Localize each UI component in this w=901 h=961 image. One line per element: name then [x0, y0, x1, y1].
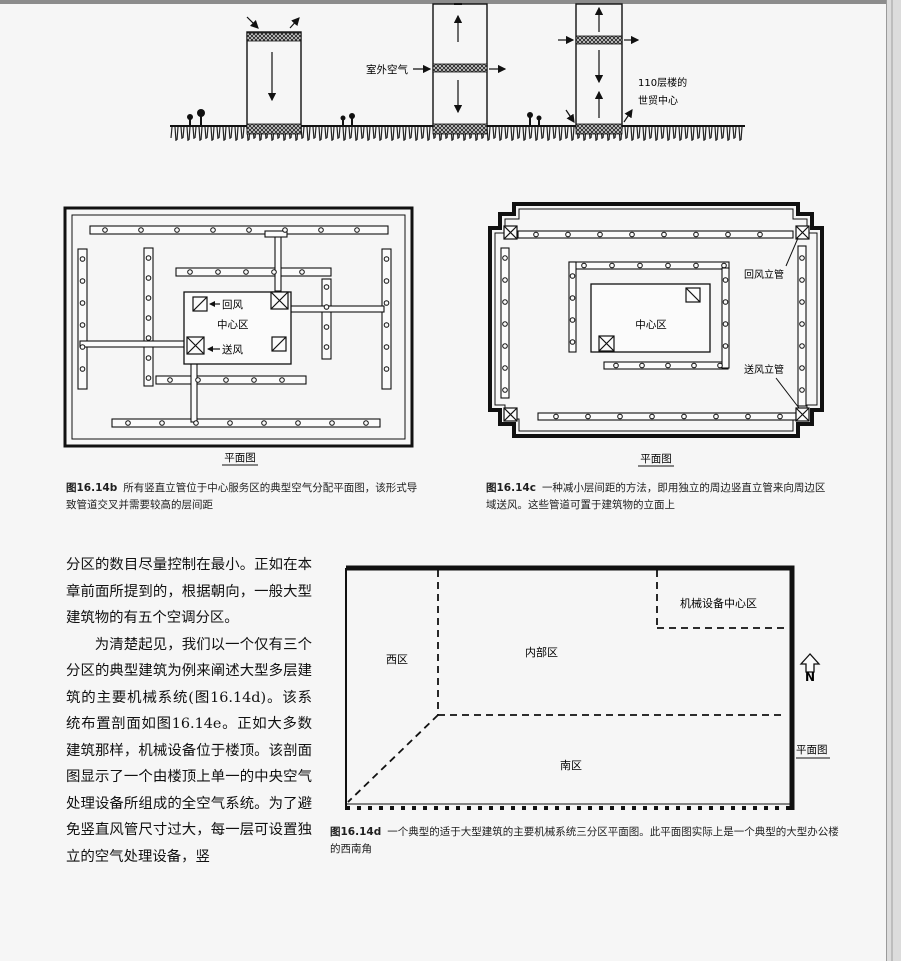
core-zone-label: 中心区	[217, 318, 249, 331]
north-label: N	[805, 670, 815, 684]
caption-text: 一种减小层间距的方法，即用独立的周边竖直立管来向周边区域送风。这些管道可置于建筑…	[486, 482, 826, 511]
supply-air-label: 送风	[222, 343, 243, 356]
plan-view-label: 平面图	[796, 744, 828, 756]
core-zone-label: 中心区	[635, 318, 667, 331]
body-text: 分区的数目尽量控制在最小。正如在本章前面所提到的，根据朝向，一般大型建筑物的有五…	[66, 552, 312, 870]
west-zone-label: 西区	[386, 653, 408, 666]
plan-view-label: 平面图	[640, 453, 672, 465]
top-edge-line	[0, 0, 886, 4]
figure-building-sections: 室外空气 110层楼的 世贸中心	[170, 3, 745, 142]
outdoor-air-label: 室外空气	[366, 63, 408, 76]
paragraph-1: 分区的数目尽量控制在最小。正如在本章前面所提到的，根据朝向，一般大型建筑物的有五…	[66, 557, 312, 626]
caption-number: 图16.14d	[330, 826, 382, 838]
mechanical-center-label: 机械设备中心区	[680, 596, 757, 610]
wtc-label-line1: 110层楼的	[638, 76, 687, 89]
north-arrow-icon: N	[799, 653, 821, 684]
south-zone-label: 南区	[560, 759, 582, 772]
paragraph-2: 为清楚起见，我们以一个仅有三个分区的典型建筑为例来阐述大型多层建筑的主要机械系统…	[66, 636, 312, 865]
caption-number: 图16.14c	[486, 482, 536, 494]
figure-central-riser-plan: 回风 中心区 送风 平面图	[63, 206, 414, 466]
caption-text: 一个典型的适于大型建筑的主要机械系统三分区平面图。此平面图实际上是一个典型的大型…	[330, 826, 839, 855]
supply-riser-label: 送风立管	[744, 363, 784, 376]
return-air-label: 回风	[222, 299, 243, 311]
caption-text: 所有竖直立管位于中心服务区的典型空气分配平面图，该形式导致管道交叉并需要较高的层…	[66, 482, 418, 511]
plan-view-label: 平面图	[224, 452, 256, 464]
wtc-label-line2: 世贸中心	[638, 94, 678, 107]
return-riser-label: 回风立管	[744, 268, 784, 281]
figure-three-zone-plan: 西区 内部区 机械设备中心区 南区 N 平面图	[345, 565, 830, 810]
caption-number: 图16.14b	[66, 482, 118, 494]
figure-perimeter-riser-plan: 中心区 回风立管 送风立管 平面图	[488, 202, 824, 467]
interior-zone-label: 内部区	[525, 645, 558, 659]
viewer-right-edge	[886, 0, 901, 961]
